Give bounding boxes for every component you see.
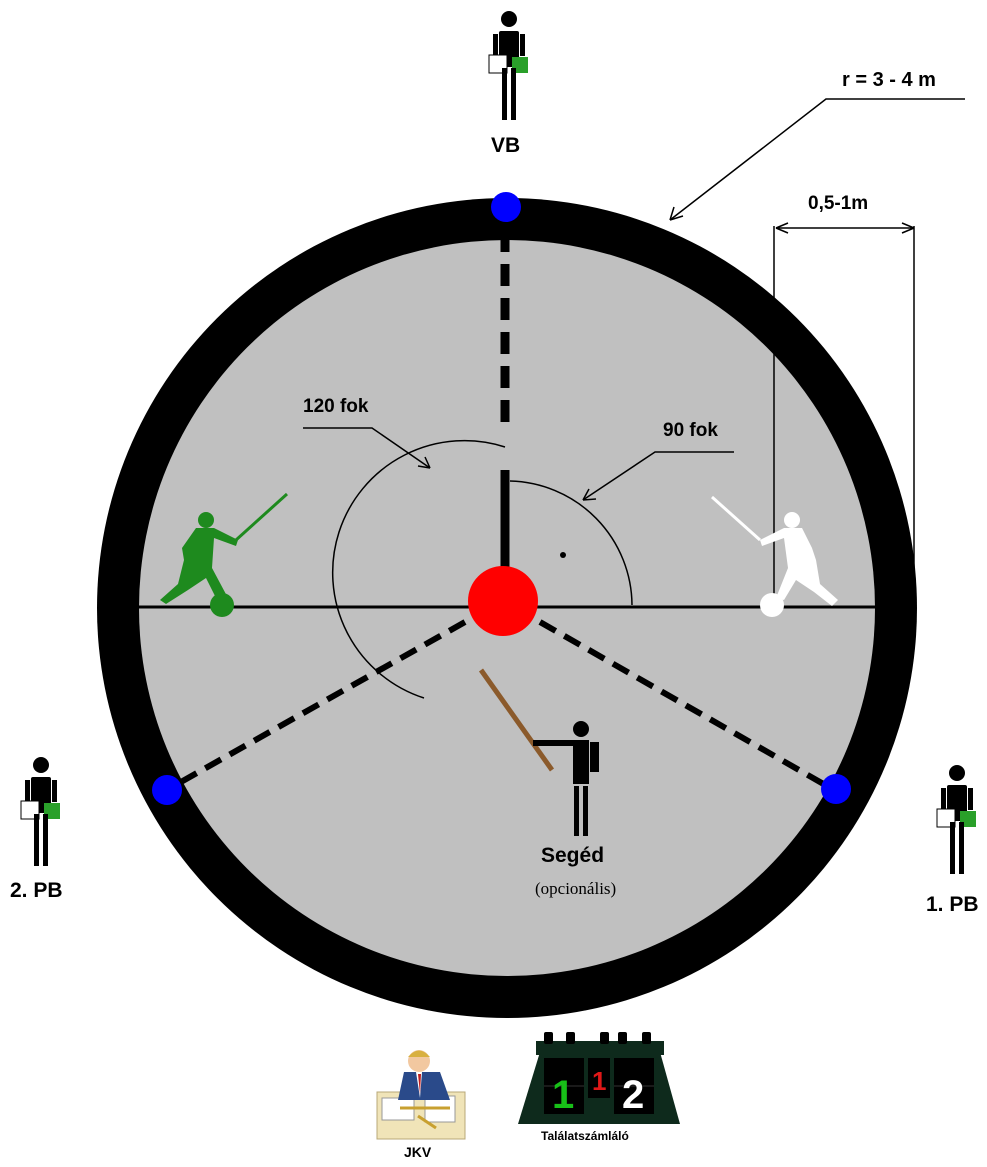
assistant-optional-label: (opcionális)	[535, 879, 616, 898]
angle-90-label: 90 fok	[663, 420, 718, 441]
vb-position-marker	[491, 192, 521, 222]
distance-label: 0,5-1m	[808, 193, 868, 214]
pb1-label: 1. PB	[926, 893, 979, 916]
radius-label: r = 3 - 4 m	[842, 69, 936, 91]
pb1-position-marker	[821, 774, 851, 804]
assistant-label: Segéd	[541, 844, 604, 867]
vb-label: VB	[491, 134, 520, 157]
jkv-label: JKV	[404, 1144, 432, 1160]
angle-120-label: 120 fok	[303, 396, 369, 417]
angle-90-dot	[560, 552, 566, 558]
scoreboard-right-digit: 2	[622, 1073, 644, 1117]
scoreboard-left-digit: 1	[552, 1073, 574, 1117]
scoreboard-middle-digit: 1	[592, 1066, 606, 1096]
pb2-judge-icon	[21, 757, 60, 866]
pb2-label: 2. PB	[10, 879, 63, 902]
pb1-judge-icon	[937, 765, 976, 874]
vb-judge-icon	[489, 11, 528, 120]
pb2-position-marker	[152, 775, 182, 805]
scoreboard-icon: 1 1 2	[518, 1032, 680, 1124]
secretary-icon	[377, 1050, 465, 1139]
scoreboard-label: Találatszámláló	[541, 1129, 629, 1143]
center-marker	[468, 566, 538, 636]
